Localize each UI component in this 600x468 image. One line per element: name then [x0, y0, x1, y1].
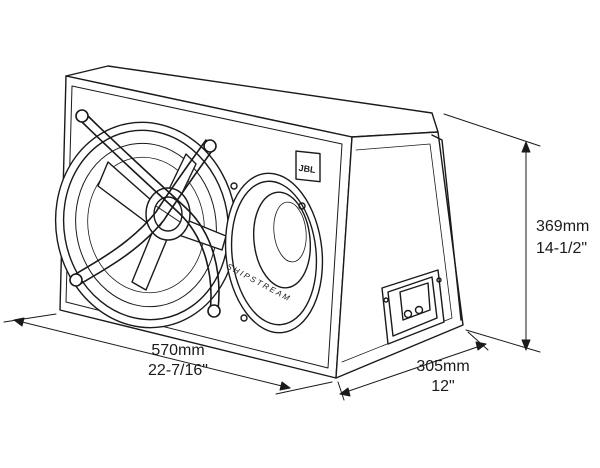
depth-metric-label: 305mm: [416, 358, 470, 375]
width-imperial-label: 22-7/16": [148, 362, 208, 379]
height-metric-label: 369mm: [536, 218, 590, 235]
width-metric-label: 570mm: [151, 342, 205, 359]
grille-guard: [69, 109, 221, 318]
brand-logo-text: JBL: [298, 163, 317, 175]
depth-dimension-lines: [337, 331, 489, 401]
bass-port: [224, 172, 324, 334]
terminal-plate: [381, 269, 445, 345]
depth-imperial-label: 12": [431, 378, 455, 395]
brand-logo-badge: [295, 150, 321, 183]
width-dimension-lines: [3, 313, 333, 395]
height-imperial-label: 14-1/2": [536, 240, 588, 257]
height-dimension-lines: [443, 113, 541, 353]
side-face-bevel: [431, 134, 462, 321]
